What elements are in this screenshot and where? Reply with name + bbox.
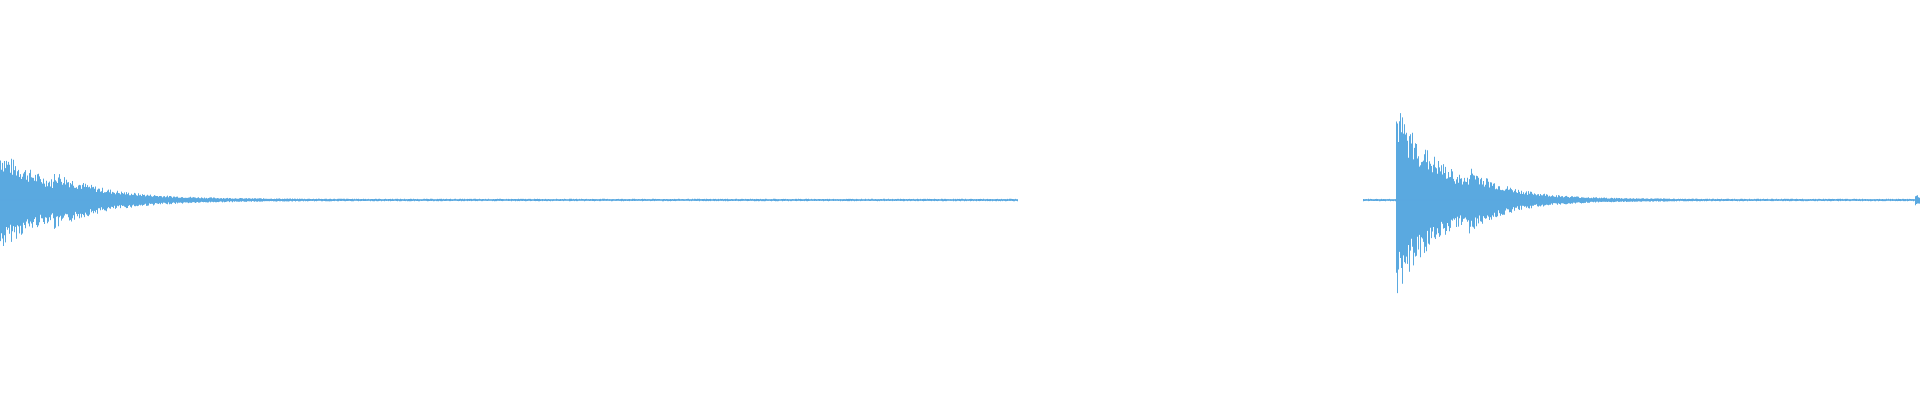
waveform-layer [0,113,1920,294]
waveform-clip-1 [0,158,1018,246]
waveform-trace [0,158,1018,246]
waveform-trace [1363,113,1920,294]
waveform-clip-2 [1363,113,1920,294]
